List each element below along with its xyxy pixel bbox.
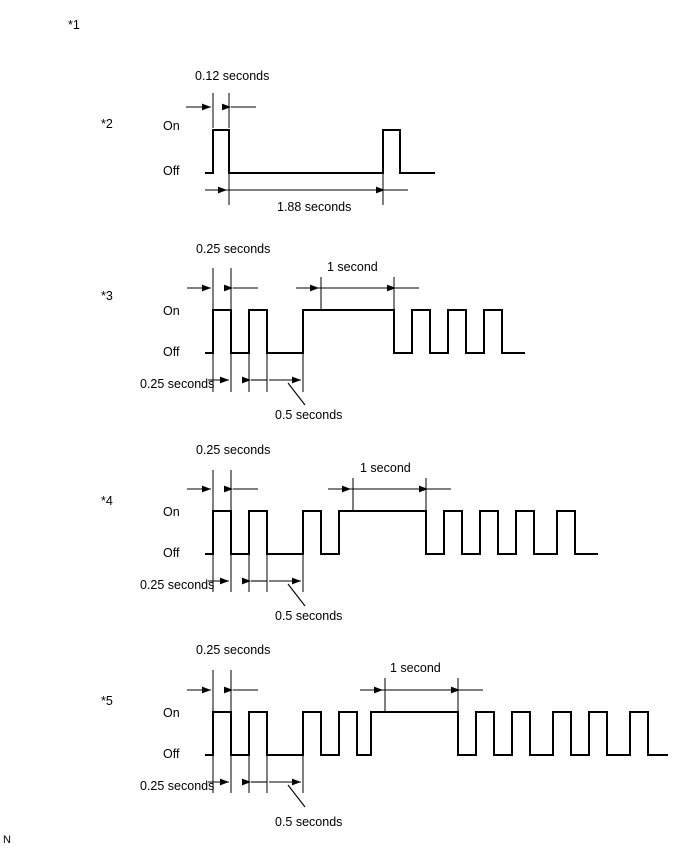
dim-label-025-top-4: 0.25 seconds bbox=[196, 443, 270, 457]
waveform-path-2 bbox=[205, 129, 435, 174]
state-label-off-2: Off bbox=[163, 164, 180, 178]
dim-label-05-seconds-5: 0.5 seconds bbox=[275, 815, 342, 829]
waveform-section-5: *5 On Off 0.25 seconds 1 second 0.25 sec… bbox=[101, 643, 668, 829]
waveform-section-2: *2 On Off 0.12 seconds 1.88 seconds bbox=[101, 69, 435, 214]
state-label-on-3: On bbox=[163, 304, 180, 318]
state-label-on-5: On bbox=[163, 706, 180, 720]
waveform-path-5 bbox=[205, 711, 668, 756]
dim-label-1-second-3: 1 second bbox=[327, 260, 378, 274]
waveform-path-4 bbox=[205, 510, 598, 555]
leader-line-3 bbox=[287, 382, 306, 406]
corner-mark: N bbox=[3, 834, 11, 846]
waveform-section-4: *4 On Off 0.25 seconds 1 second 0.25 sec… bbox=[101, 443, 598, 623]
state-label-off-4: Off bbox=[163, 546, 180, 560]
dim-label-025-bottom-3: 0.25 seconds bbox=[140, 377, 214, 391]
dim-label-05-seconds-4: 0.5 seconds bbox=[275, 609, 342, 623]
ref-label-2: *2 bbox=[101, 117, 113, 131]
dim-label-1-second-5: 1 second bbox=[390, 661, 441, 675]
dim-label-025-bottom-5: 0.25 seconds bbox=[140, 779, 214, 793]
waveform-path-3 bbox=[205, 309, 525, 354]
dim-label-188-seconds: 1.88 seconds bbox=[277, 200, 351, 214]
dim-label-1-second-4: 1 second bbox=[360, 461, 411, 475]
ref-label-5: *5 bbox=[101, 694, 113, 708]
state-label-off-5: Off bbox=[163, 747, 180, 761]
ref-label-3: *3 bbox=[101, 289, 113, 303]
dim-label-012-seconds: 0.12 seconds bbox=[195, 69, 269, 83]
waveform-section-3: *3 On Off 0.25 seconds 1 second 0.25 sec… bbox=[101, 242, 525, 422]
dim-label-025-top-3: 0.25 seconds bbox=[196, 242, 270, 256]
ref-label-1: *1 bbox=[68, 18, 80, 32]
state-label-off-3: Off bbox=[163, 345, 180, 359]
dim-label-05-seconds-3: 0.5 seconds bbox=[275, 408, 342, 422]
leader-line-4 bbox=[287, 583, 306, 607]
state-label-on-4: On bbox=[163, 505, 180, 519]
state-label-on-2: On bbox=[163, 119, 180, 133]
leader-line-5 bbox=[287, 784, 306, 808]
dim-label-025-bottom-4: 0.25 seconds bbox=[140, 578, 214, 592]
ref-label-4: *4 bbox=[101, 494, 113, 508]
dim-label-025-top-5: 0.25 seconds bbox=[196, 643, 270, 657]
